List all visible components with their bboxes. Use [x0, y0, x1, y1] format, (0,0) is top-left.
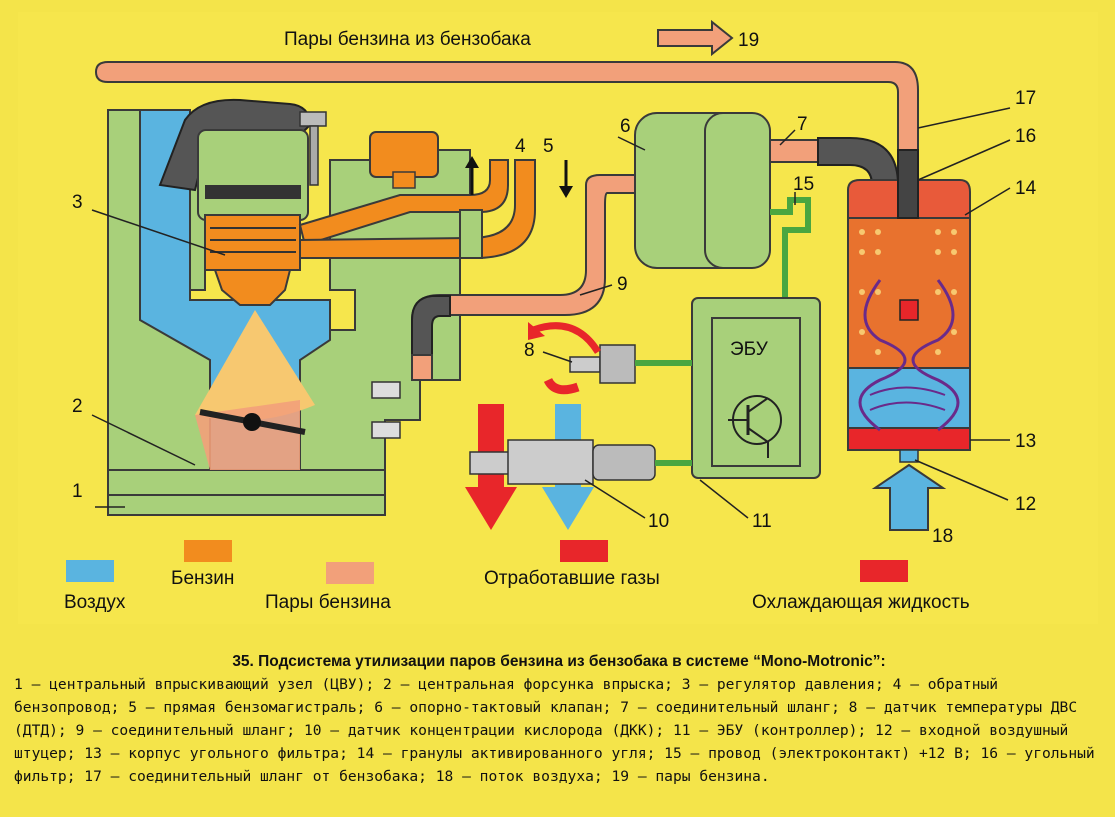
legend-coolant: Охлаждающая жидкость — [752, 592, 970, 613]
return-arrow — [465, 156, 479, 168]
label-16: 16 — [1015, 126, 1036, 147]
heat-arrow — [531, 322, 601, 354]
pressure-regulator — [204, 214, 301, 271]
legend-swatch-fuel — [184, 540, 232, 562]
vapor-recovery-diagram: Пары бензина из бензобака 19 — [64, 19, 1037, 613]
figure-caption: 35. Подсистема утилизации паров бензина … — [14, 650, 1104, 788]
supply-fuel-line — [299, 159, 536, 259]
label-14: 14 — [1015, 178, 1037, 199]
temperature-sensor — [569, 356, 601, 373]
label-17: 17 — [1015, 88, 1036, 109]
canister-base — [847, 427, 971, 451]
legend-swatch-vapors — [326, 562, 374, 584]
label-18: 18 — [932, 526, 953, 547]
legend-swatch-exhaust — [560, 540, 608, 562]
label-11: 11 — [752, 511, 772, 532]
supply-arrow — [559, 186, 573, 198]
label-2: 2 — [72, 396, 83, 417]
label-8: 8 — [524, 340, 535, 361]
legend-fuel: Бензин — [171, 568, 234, 589]
label-12: 12 — [1015, 494, 1036, 515]
activated-charcoal — [847, 217, 971, 369]
oxygen-sensor — [469, 451, 511, 475]
legend-exhaust: Отработавшие газы — [484, 568, 660, 589]
label-9: 9 — [617, 274, 628, 295]
label-7: 7 — [797, 114, 808, 135]
label-10: 10 — [648, 511, 669, 532]
vapor-hose-top — [94, 61, 919, 151]
exhaust-arrow — [478, 404, 504, 489]
wire-15 — [770, 197, 811, 303]
air-flow-arrow — [871, 463, 947, 531]
legend-vapors: Пары бензина — [265, 592, 391, 613]
label-5: 5 — [543, 136, 554, 157]
label-1: 1 — [72, 481, 83, 502]
regulator-connector — [369, 131, 439, 178]
label-19: 19 — [738, 30, 759, 51]
label-6: 6 — [620, 116, 631, 137]
label-4: 4 — [515, 136, 526, 157]
hose-7 — [769, 139, 826, 163]
label-15: 15 — [793, 174, 814, 195]
legend-air: Воздух — [64, 592, 126, 613]
legend-swatch-air — [66, 560, 114, 582]
label-3: 3 — [72, 192, 83, 213]
ecu-label: ЭБУ — [730, 339, 769, 360]
top-title: Пары бензина из бензобака — [284, 29, 531, 50]
charcoal-granules — [859, 229, 957, 355]
return-fuel-line — [298, 159, 509, 247]
injector-housing — [197, 129, 309, 221]
label-13: 13 — [1015, 431, 1036, 452]
caption-title: 35. Подсистема утилизации паров бензина … — [232, 653, 886, 670]
legend-swatch-coolant — [860, 560, 908, 582]
caption-text: 1 — центральный впрыскивающий узел (ЦВУ)… — [14, 676, 1095, 785]
vapor-flow-arrow — [657, 19, 734, 57]
throttle-base — [107, 469, 386, 516]
injector-spray — [195, 310, 315, 421]
